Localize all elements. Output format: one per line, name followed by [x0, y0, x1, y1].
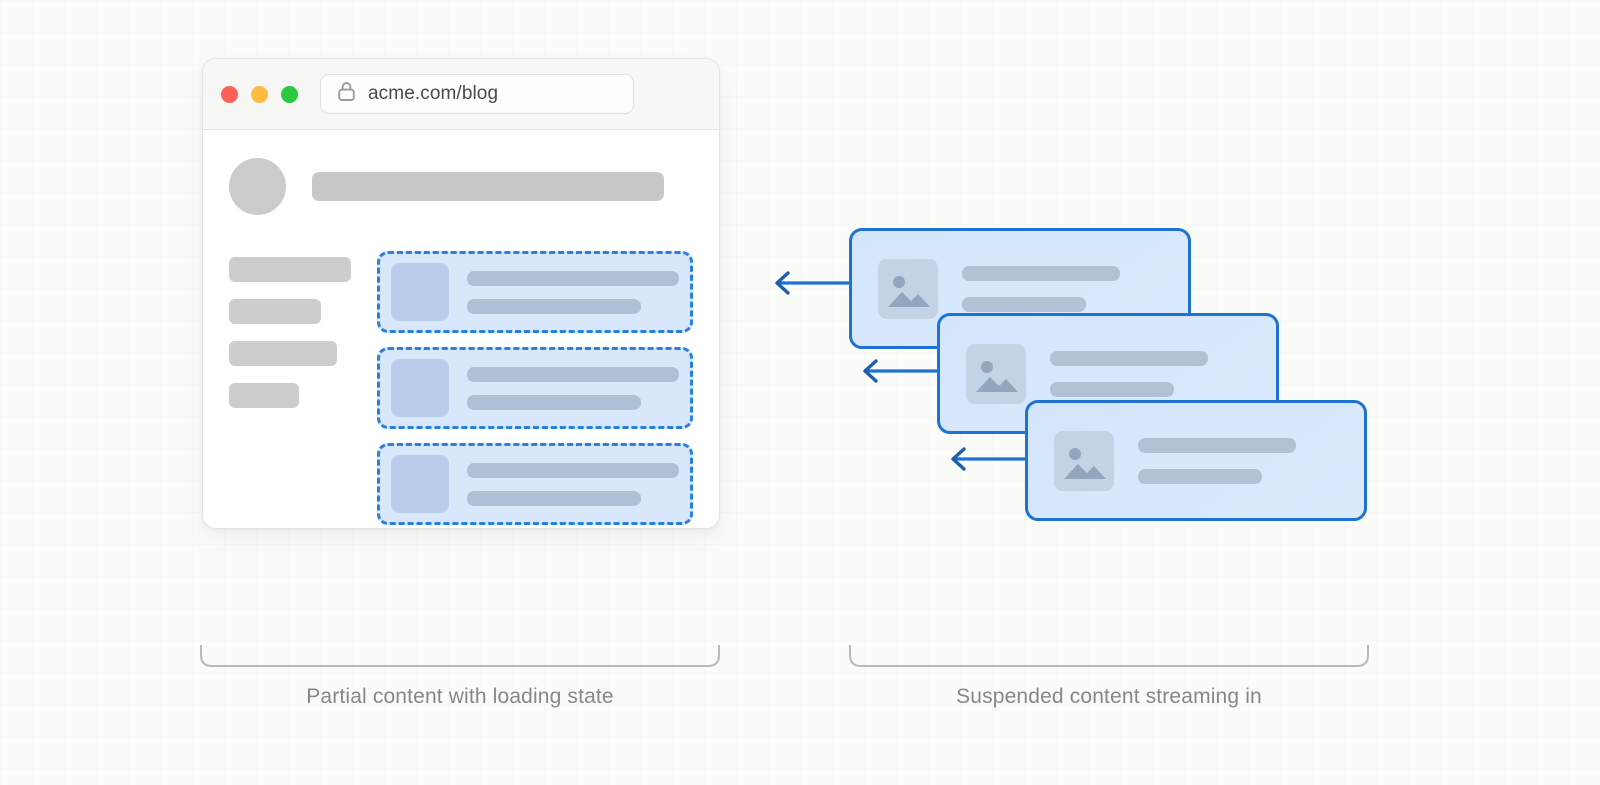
sidebar-placeholder-bar	[229, 257, 351, 282]
sidebar-placeholder-bar	[229, 299, 321, 324]
image-placeholder	[391, 359, 449, 417]
sidebar-placeholder-bar	[229, 383, 299, 408]
sidebar-skeleton	[229, 251, 351, 425]
suspense-slot	[377, 251, 693, 333]
image-icon	[966, 343, 1026, 404]
text-placeholder-line	[1050, 350, 1208, 366]
page-header-skeleton	[229, 158, 693, 215]
caption-right: Suspended content streaming in	[956, 685, 1262, 708]
text-placeholders	[962, 265, 1162, 312]
text-placeholder-line	[1138, 468, 1262, 484]
image-icon	[878, 258, 938, 319]
caption-left: Partial content with loading state	[306, 685, 614, 708]
sidebar-placeholder-bar	[229, 341, 337, 366]
image-placeholder	[391, 455, 449, 513]
bracket-left	[200, 645, 720, 667]
close-window-button[interactable]	[221, 85, 238, 103]
text-placeholder-line	[467, 394, 641, 410]
minimize-window-button[interactable]	[251, 85, 268, 103]
streaming-card[interactable]	[1025, 400, 1367, 521]
text-placeholder-line	[467, 366, 679, 382]
text-placeholders	[1138, 437, 1338, 484]
text-placeholders	[467, 462, 679, 506]
lock-icon	[337, 81, 356, 107]
browser-viewport	[203, 130, 719, 528]
suspense-slot	[377, 347, 693, 429]
text-placeholder-line	[467, 270, 679, 286]
feed-skeleton	[377, 251, 693, 528]
text-placeholder-line	[467, 490, 641, 506]
page-body	[229, 251, 693, 528]
title-placeholder	[312, 172, 664, 201]
maximize-window-button[interactable]	[281, 85, 298, 103]
image-placeholder	[391, 263, 449, 321]
text-placeholders	[467, 270, 679, 314]
text-placeholder-line	[962, 265, 1120, 281]
text-placeholder-line	[962, 296, 1086, 312]
browser-window: acme.com/blog	[202, 58, 720, 529]
text-placeholders	[1050, 350, 1250, 397]
url-text: acme.com/blog	[368, 83, 499, 104]
text-placeholder-line	[1050, 381, 1174, 397]
browser-chrome: acme.com/blog	[203, 59, 719, 130]
suspense-slot	[377, 443, 693, 525]
avatar-placeholder	[229, 158, 286, 215]
text-placeholder-line	[467, 462, 679, 478]
text-placeholder-line	[467, 298, 641, 314]
bracket-right	[849, 645, 1369, 667]
address-bar[interactable]: acme.com/blog	[320, 74, 634, 114]
text-placeholder-line	[1138, 437, 1296, 453]
traffic-lights	[221, 85, 298, 103]
text-placeholders	[467, 366, 679, 410]
image-icon	[1054, 430, 1114, 491]
